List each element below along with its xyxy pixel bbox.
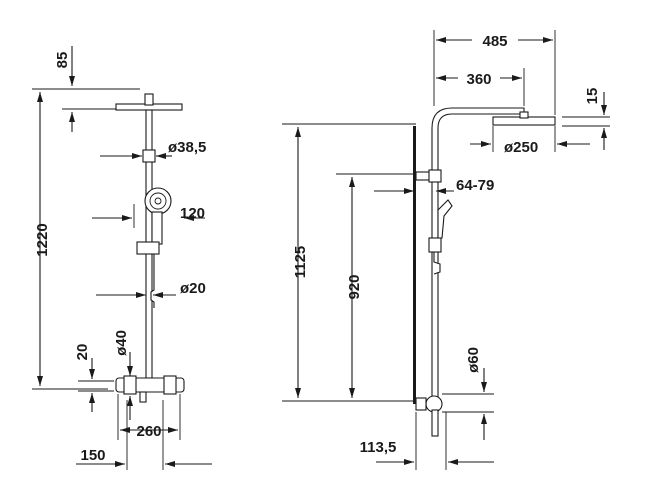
- dim-arm-reach: 485: [482, 33, 507, 50]
- side-hand-shower-icon: [437, 199, 453, 239]
- dim-head-offset: 85: [54, 52, 71, 69]
- thermostat-mixer: [115, 375, 185, 403]
- dim-head-center: 360: [466, 71, 491, 88]
- dim-wall-offset: 113,5: [360, 439, 397, 456]
- side-mixer-outlet: [431, 409, 439, 437]
- dim-overall-height: 1220: [34, 223, 51, 256]
- front-view: 1220 85 ø38,5 120 ø20 ø40 20 2: [32, 46, 212, 470]
- front-head-connector: [144, 93, 154, 106]
- dim-mixer-height: 20: [74, 344, 91, 361]
- front-riser-clamp: [142, 149, 156, 163]
- dim-head-thickness: 15: [584, 88, 601, 105]
- dim-hose-diameter: ø20: [180, 280, 206, 297]
- dim-bracket-height: 920: [346, 274, 363, 299]
- dim-riser-height: 1125: [292, 246, 309, 279]
- dim-mixer-diameter: ø40: [113, 330, 130, 356]
- dim-hand-shower: 120: [180, 205, 205, 222]
- dim-bracket-range: 64-79: [456, 177, 494, 194]
- dim-mixer-width: 260: [136, 423, 161, 440]
- side-hose: [433, 252, 441, 275]
- side-mixer-body: [415, 397, 427, 411]
- front-slider-bracket: [136, 241, 160, 255]
- side-bracket-clamp: [428, 169, 442, 183]
- dim-head-diameter: ø250: [504, 139, 538, 156]
- dim-inlet-diameter: ø60: [465, 347, 482, 373]
- side-head-connector: [519, 111, 529, 119]
- hand-shower-icon: [144, 187, 172, 245]
- dim-inlet-spacing: 150: [80, 447, 105, 464]
- dim-riser-diameter: ø38,5: [168, 139, 206, 156]
- side-slider: [428, 237, 442, 253]
- wall-section: [413, 126, 416, 404]
- side-view: 485 360 15 ø250 64-79 1125 920: [282, 30, 610, 470]
